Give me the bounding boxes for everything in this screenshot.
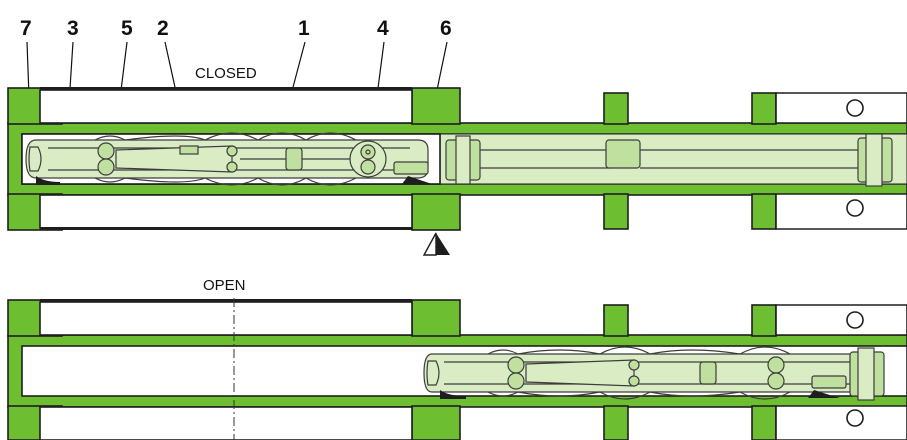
closed-mechanism: [25, 132, 432, 186]
closed-state-label: CLOSED: [195, 65, 257, 82]
closed-housing-right-bottom: [411, 193, 461, 231]
callout-6: 6: [440, 17, 452, 40]
callout-4: 4: [377, 17, 389, 40]
bolt-hole-icon: [846, 99, 864, 117]
callout-3: 3: [67, 17, 79, 40]
bolt-hole-icon: [846, 199, 864, 217]
closed-housing-right-top: [411, 87, 461, 125]
callout-2: 2: [157, 17, 169, 40]
callout-5: 5: [121, 17, 133, 40]
bolt-hole-icon: [846, 311, 864, 329]
callout-1: 1: [298, 17, 310, 40]
open-mechanism: [423, 346, 885, 401]
callout-7: 7: [20, 17, 32, 40]
closed-assembly: [7, 87, 907, 256]
closed-drive-rod: [445, 133, 893, 187]
closed-housing-lower-window: [39, 194, 413, 229]
open-state-label: OPEN: [203, 277, 246, 294]
bolt-hole-icon: [846, 409, 864, 427]
triangle-marker-icon: [422, 232, 450, 256]
closed-housing-upper-window: [39, 89, 413, 124]
open-assembly: [7, 298, 907, 440]
